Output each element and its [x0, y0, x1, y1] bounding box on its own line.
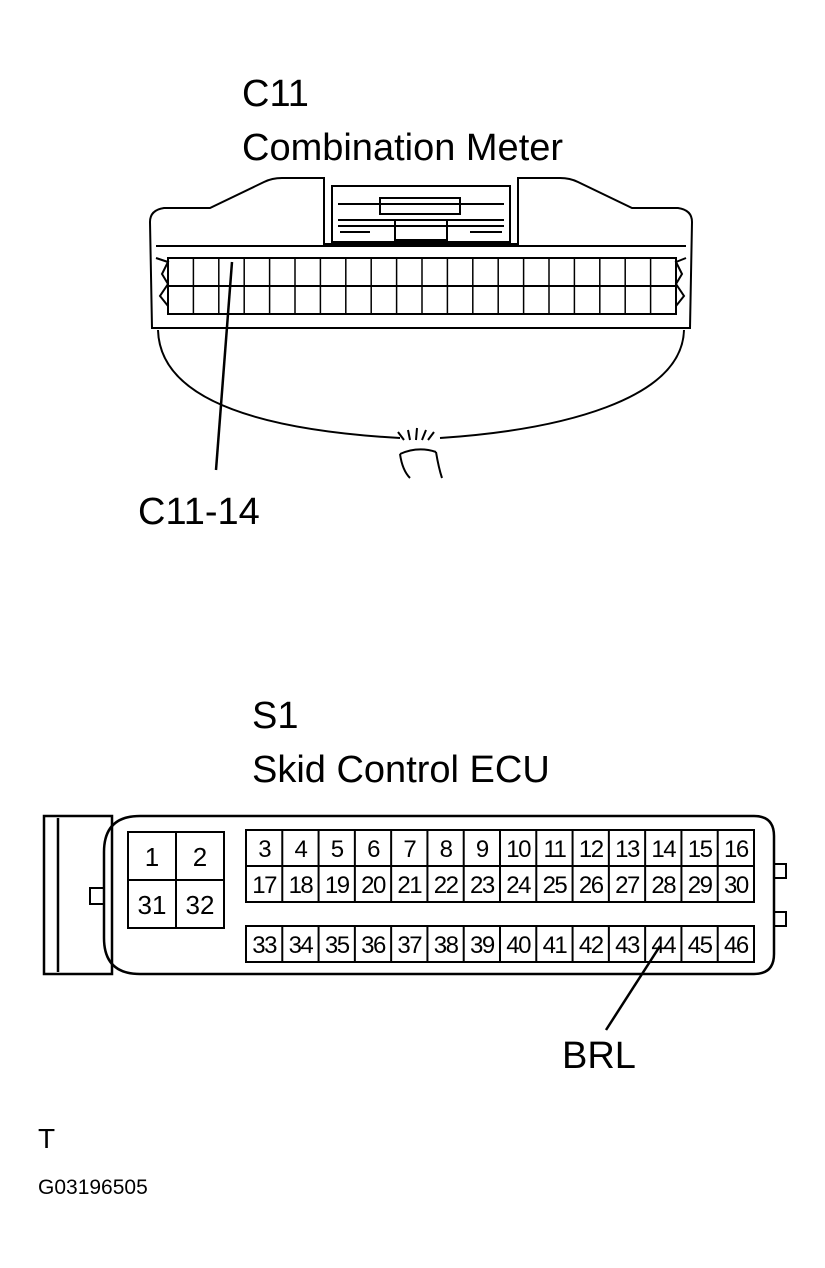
s1-pin-label: 1 [145, 842, 159, 872]
s1-pin-label: 26 [579, 872, 604, 899]
s1-pin-label: 5 [331, 836, 344, 863]
s1-pin-label: 16 [724, 836, 749, 863]
c11-pin-grid [192, 258, 652, 314]
s1-code: S1 [252, 695, 298, 737]
s1-pin-label: 17 [252, 872, 277, 899]
s1-pin-label: 2 [193, 842, 207, 872]
s1-pin-label: 22 [434, 872, 459, 899]
figure-id: G03196505 [38, 1176, 148, 1199]
s1-pin-label: 6 [367, 836, 380, 863]
s1-pin-label: 23 [470, 872, 495, 899]
s1-pin-label: 25 [543, 872, 568, 899]
s1-pin-label: 12 [579, 836, 604, 863]
s1-pin-grid [281, 830, 719, 962]
s1-pin-label: 24 [506, 872, 531, 899]
s1-pin-label: 29 [688, 872, 713, 899]
s1-pin-label: 36 [361, 932, 386, 959]
s1-pin-label: 19 [325, 872, 350, 899]
s1-pin-label: 11 [543, 836, 566, 863]
s1-pin-label: 44 [651, 932, 676, 959]
s1-callout-label: BRL [562, 1035, 636, 1077]
s1-pin-label: 35 [325, 932, 350, 959]
s1-pin-label: 33 [252, 932, 277, 959]
s1-pin-label: 41 [543, 932, 568, 959]
s1-pin-label: 42 [579, 932, 604, 959]
s1-pin-label: 27 [615, 872, 640, 899]
s1-pin-label: 18 [289, 872, 314, 899]
c11-name: Combination Meter [242, 127, 563, 169]
s1-pin-label: 28 [651, 872, 676, 899]
s1-mid-row: 17 18 19 20 21 22 23 24 25 26 27 28 29 30 [252, 872, 750, 899]
c11-connector [148, 177, 694, 479]
s1-pin-label: 20 [361, 872, 386, 899]
c11-code: C11 [242, 73, 309, 115]
s1-bottom-row: 33 34 35 36 37 38 39 40 41 42 43 44 45 46 [252, 932, 750, 959]
s1-pin-label: 7 [403, 836, 416, 863]
s1-pin-label: 31 [138, 890, 167, 920]
s1-pin-label: 46 [724, 932, 749, 959]
s1-pin-label: 45 [688, 932, 713, 959]
s1-connector [42, 814, 787, 1031]
s1-pin-label: 34 [289, 932, 314, 959]
s1-pin-label: 38 [434, 932, 459, 959]
s1-pin-label: 4 [294, 836, 307, 863]
s1-pin-label: 10 [506, 836, 531, 863]
s1-pin-label: 39 [470, 932, 495, 959]
s1-pin-label: 43 [615, 932, 640, 959]
s1-pin-label: 8 [440, 836, 453, 863]
footer-mark: T [38, 1123, 55, 1154]
s1-pin-label: 13 [615, 836, 640, 863]
s1-pin-label: 15 [688, 836, 713, 863]
s1-pin-label: 40 [506, 932, 531, 959]
s1-name: Skid Control ECU [252, 749, 550, 791]
s1-pin-label: 21 [397, 872, 422, 899]
s1-pin-label: 9 [476, 836, 489, 863]
c11-callout-label: C11-14 [138, 491, 260, 533]
s1-pin-label: 32 [186, 890, 215, 920]
s1-pin-label: 37 [397, 932, 422, 959]
s1-pin-label: 3 [258, 836, 271, 863]
s1-pin-label: 30 [724, 872, 749, 899]
s1-pin-label: 14 [651, 836, 676, 863]
